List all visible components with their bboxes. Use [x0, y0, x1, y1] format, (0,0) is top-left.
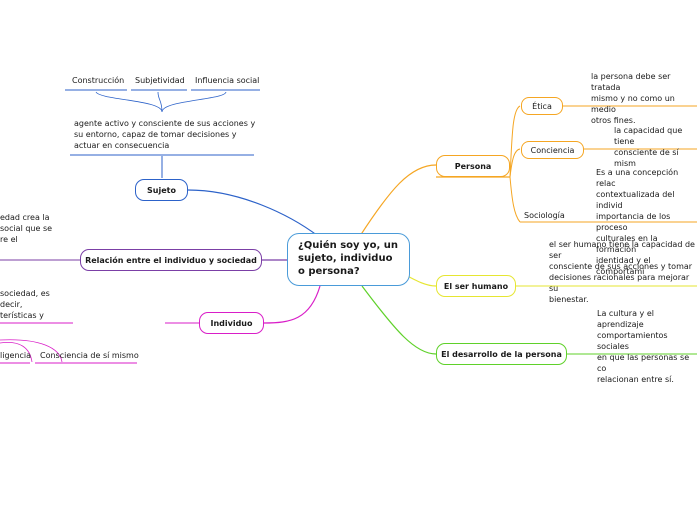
ser-humano-description: el ser humano tiene la capacidad de ser …: [549, 240, 695, 304]
etica-node[interactable]: Ética: [521, 97, 563, 115]
relacion-description: edad crea la social que se re el: [0, 213, 53, 244]
construccion-node[interactable]: Construcción: [72, 76, 125, 85]
ser-humano-node[interactable]: El ser humano: [436, 275, 516, 297]
central-topic[interactable]: ¿Quién soy yo, un sujeto, individuo o pe…: [287, 233, 410, 286]
inteligencia-node[interactable]: ligencia: [0, 351, 32, 360]
sociologia-description: Es a una concepción relac contextualizad…: [596, 168, 679, 276]
conciencia-description: la capacidad que tiene consciente de sí …: [614, 126, 683, 168]
individuo-node[interactable]: Individuo: [199, 312, 264, 334]
influencia-social-node[interactable]: Influencia social: [195, 76, 260, 85]
sujeto-description: agente activo y consciente de sus accion…: [74, 119, 256, 150]
subjetividad-node[interactable]: Subjetividad: [135, 76, 185, 85]
desarrollo-description: La cultura y el aprendizaje comportamien…: [597, 309, 690, 384]
sujeto-node[interactable]: Sujeto: [135, 179, 188, 201]
relacion-node[interactable]: Relación entre el individuo y sociedad: [80, 249, 262, 271]
sociologia-node[interactable]: Sociología: [524, 211, 565, 220]
desarrollo-node[interactable]: El desarrollo de la persona: [436, 343, 567, 365]
individuo-description: sociedad, es decir, terísticas y: [0, 289, 50, 320]
consciencia-node[interactable]: Consciencia de sí mismo: [40, 351, 139, 360]
etica-description: la persona debe ser tratada mismo y no c…: [591, 72, 675, 125]
conciencia-node[interactable]: Conciencia: [521, 141, 584, 159]
persona-node[interactable]: Persona: [436, 155, 510, 177]
